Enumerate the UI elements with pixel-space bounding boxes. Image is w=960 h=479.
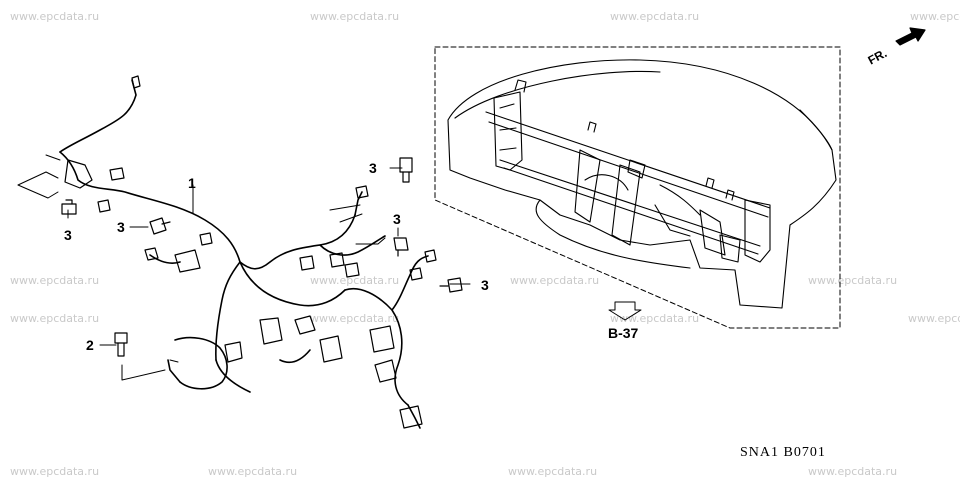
watermark: www.epcdata.ru bbox=[10, 465, 100, 478]
callout-bolt: 2 bbox=[86, 337, 94, 353]
watermark: www.epcdata.ru bbox=[808, 465, 898, 478]
main-harness bbox=[59, 75, 437, 429]
bolt-icon bbox=[393, 237, 409, 257]
front-direction-arrow bbox=[895, 27, 926, 46]
bolt-icon bbox=[439, 277, 463, 293]
detail-boundary bbox=[434, 46, 841, 329]
watermark: www.epcdata.ru bbox=[10, 10, 100, 23]
leaders bbox=[17, 154, 471, 381]
watermark: www.epcdata.ru bbox=[908, 312, 960, 325]
callout-bolt: 3 bbox=[393, 211, 401, 227]
bolt-icon bbox=[149, 217, 171, 235]
watermark: www.epcdata.ru bbox=[510, 274, 600, 287]
watermark: www.epcdata.ru bbox=[310, 312, 400, 325]
watermark: www.epcdata.ru bbox=[910, 10, 960, 23]
reference-label: B-37 bbox=[608, 325, 639, 341]
callout-bolt: 3 bbox=[64, 227, 72, 243]
watermark: www.epcdata.ru bbox=[10, 274, 100, 287]
watermark: www.epcdata.ru bbox=[310, 10, 400, 23]
watermark: www.epcdata.ru bbox=[10, 312, 100, 325]
callout-bolt: 3 bbox=[481, 277, 489, 293]
reference-arrow bbox=[608, 301, 642, 321]
watermark: www.epcdata.ru bbox=[808, 274, 898, 287]
dashboard-body bbox=[447, 59, 837, 309]
cross-car-beam bbox=[485, 79, 771, 263]
callout-harness: 1 bbox=[188, 175, 196, 191]
callout-bolt: 3 bbox=[369, 160, 377, 176]
watermark: www.epcdata.ru bbox=[508, 465, 598, 478]
watermark: www.epcdata.ru bbox=[610, 10, 700, 23]
bolt-icon bbox=[114, 332, 128, 357]
watermark: www.epcdata.ru bbox=[310, 274, 400, 287]
diagram-code: SNA1 B0701 bbox=[740, 445, 826, 460]
bolt-icon bbox=[399, 157, 413, 183]
watermark: www.epcdata.ru bbox=[208, 465, 298, 478]
bolt-icon bbox=[61, 199, 77, 215]
callout-bolt: 3 bbox=[117, 219, 125, 235]
